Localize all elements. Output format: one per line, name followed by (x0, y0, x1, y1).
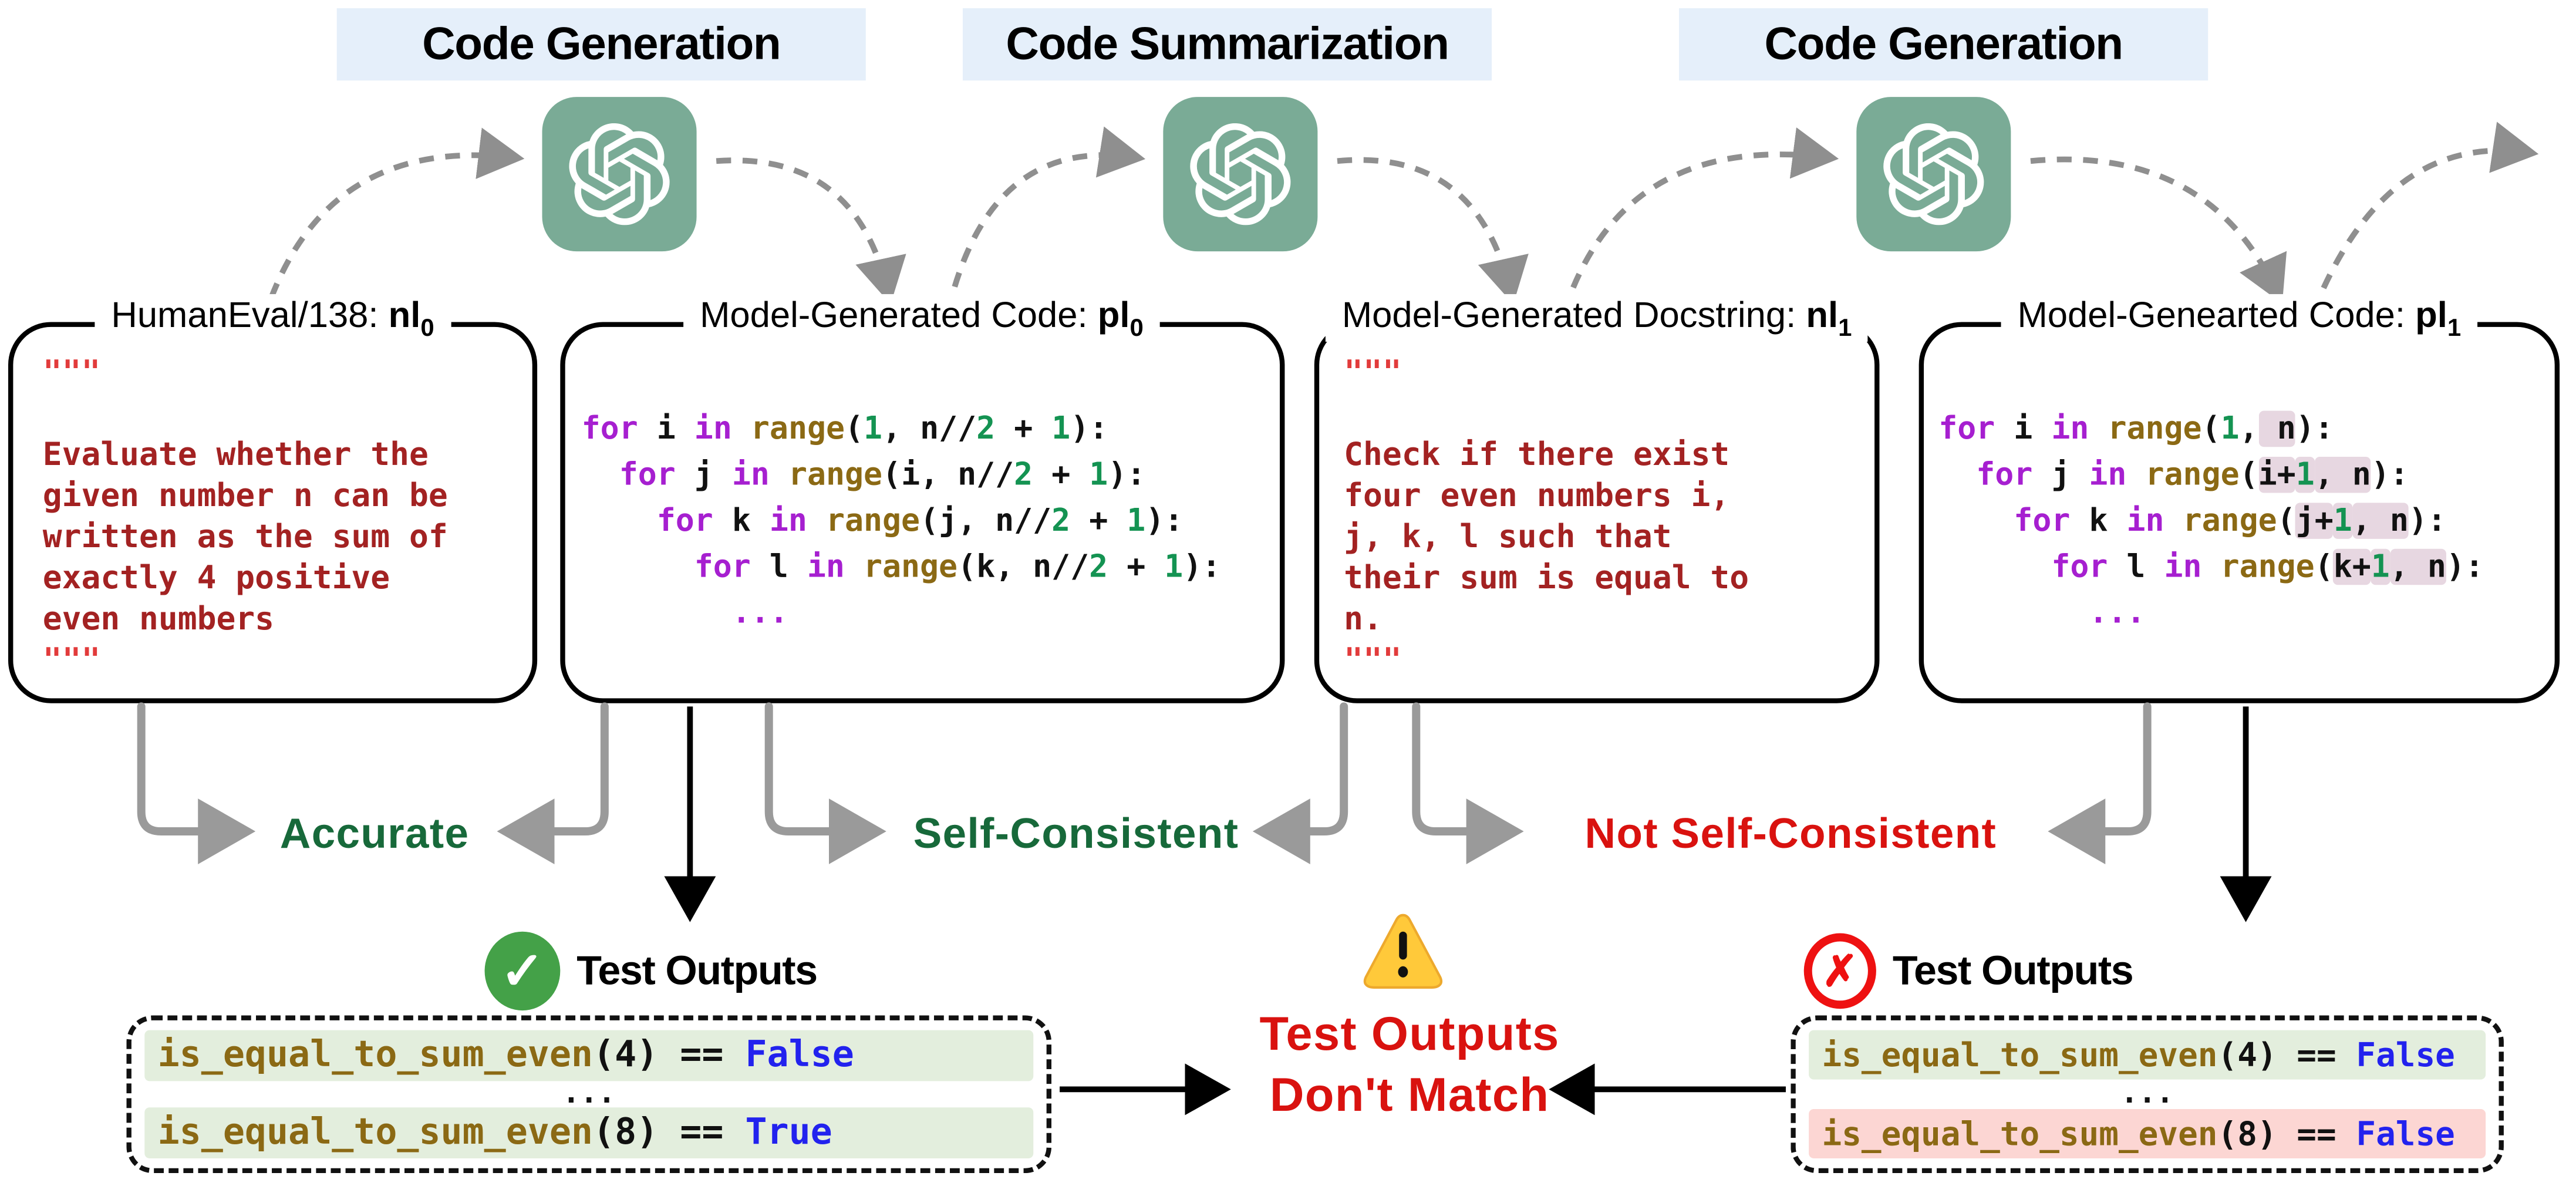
box-nl1 (1314, 322, 1880, 703)
code-pl0: for i in range(1, n//2 + 1): for j in ra… (581, 410, 1221, 631)
box-title-nl1: Model-Generated Docstring: nl1 (1325, 294, 1869, 343)
openai-knot-icon (1190, 123, 1291, 225)
header-code-generation-2: Code Generation (1679, 8, 2209, 81)
box-title-pl0: Model-Generated Code: pl0 (683, 294, 1160, 343)
check-icon: ✓ (484, 931, 561, 1011)
openai-logo-icon (542, 97, 697, 252)
mismatch-message: Test Outputs Don't Match (1259, 1006, 1559, 1127)
box-pl1 (1918, 322, 2560, 703)
label-accurate: Accurate (279, 808, 470, 858)
test-outputs-left-heading: ✓ Test Outputs (484, 931, 818, 1011)
test-output-row: is_equal_to_sum_even(4) == False (1809, 1030, 2486, 1080)
box-title-pl1: Model-Genearted Code: pl1 (2001, 294, 2478, 343)
openai-logo-icon (1856, 97, 2011, 252)
test-output-row: is_equal_to_sum_even(4) == False (144, 1030, 1034, 1081)
ellipsis: ... (2120, 1076, 2174, 1111)
label-self-consistent: Self-Consistent (913, 808, 1239, 858)
label-not-self-consistent: Not Self-Consistent (1584, 808, 1997, 858)
openai-logo-icon (1163, 97, 1318, 252)
header-code-summarization: Code Summarization (962, 8, 1492, 81)
box-pl0 (560, 322, 1285, 703)
mismatch-message-line1: Test Outputs (1259, 1009, 1560, 1062)
test-outputs-right-heading: ✗ Test Outputs (1803, 933, 2134, 1009)
test-output-row: is_equal_to_sum_even(8) == False (1809, 1108, 2486, 1158)
test-outputs-right-panel: is_equal_to_sum_even(4) == False ... is_… (1791, 1015, 2504, 1174)
mismatch-message-line2: Don't Match (1269, 1069, 1550, 1123)
openai-knot-icon (1883, 123, 1984, 225)
header-code-generation-1: Code Generation (336, 8, 866, 81)
test-output-row: is_equal_to_sum_even(8) == True (144, 1107, 1034, 1158)
ellipsis: ... (562, 1076, 616, 1111)
code-pl1: for i in range(1, n): for j in range(i+1… (1938, 410, 2484, 631)
box-title-nl0: HumanEval/138: nl0 (95, 294, 451, 343)
cross-icon: ✗ (1803, 933, 1876, 1009)
warning-icon (1363, 914, 1443, 989)
test-outputs-left-panel: is_equal_to_sum_even(4) == False ... is_… (126, 1015, 1052, 1174)
test-outputs-left-label: Test Outputs (576, 947, 818, 993)
test-outputs-right-label: Test Outputs (1892, 947, 2134, 993)
openai-knot-icon (569, 123, 670, 225)
